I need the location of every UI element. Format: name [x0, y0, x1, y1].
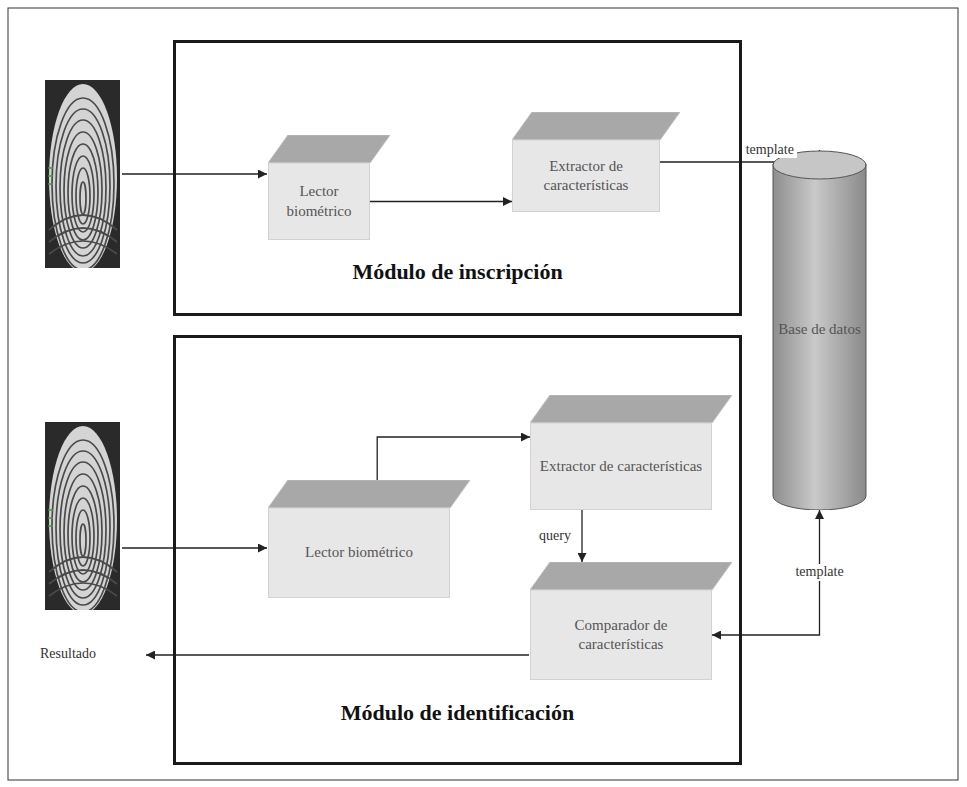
text-holder: Extractor de características: [530, 423, 712, 510]
edge-label: template: [792, 564, 846, 581]
module-frame: Módulo de identificación Lector biométric…: [173, 335, 742, 765]
process-block: Comparador de características: [530, 562, 732, 680]
block-label: Extractor de características: [518, 157, 654, 196]
text-holder: Extractor de características: [512, 140, 660, 212]
edge-label: query: [536, 528, 574, 545]
text-holder: Comparador de características: [530, 590, 712, 680]
block-outline: [530, 395, 732, 510]
input-arrow: [122, 547, 267, 548]
connector-arrow: [377, 437, 530, 480]
database-cylinder: Base de datos: [772, 150, 867, 510]
output-arrow: [146, 654, 529, 655]
module-heading: Módulo de inscripción: [176, 259, 739, 285]
outer-frame: [8, 8, 958, 780]
edge-label: template: [743, 142, 797, 159]
connector-arrow: [581, 510, 582, 562]
process-block: Extractor de características: [530, 395, 732, 510]
module-frame: Módulo de inscripción Lector biométrico Ex…: [173, 40, 742, 316]
text-holder: Lector biométrico: [268, 163, 370, 240]
block-label: Extractor de características: [540, 457, 702, 477]
block-label: Lector biométrico: [305, 543, 413, 563]
output-label: Resultado: [40, 646, 96, 663]
database-label: Base de datos: [778, 320, 860, 340]
process-block: Lector biométrico: [268, 135, 390, 240]
fingerprint-image: [45, 422, 120, 614]
input-arrow: [122, 173, 267, 174]
text-holder: Lector biométrico: [268, 508, 450, 598]
block-label: Comparador de características: [536, 616, 706, 655]
module-heading: Módulo de identificación: [176, 700, 739, 726]
block-outline: [268, 480, 470, 598]
process-block: Lector biométrico: [268, 480, 470, 598]
connector-arrow: [370, 201, 512, 202]
process-block: Extractor de características: [512, 112, 680, 212]
block-label: Lector biométrico: [274, 182, 364, 221]
text-holder: Base de datos: [772, 190, 867, 470]
fingerprint-image: [45, 80, 120, 272]
